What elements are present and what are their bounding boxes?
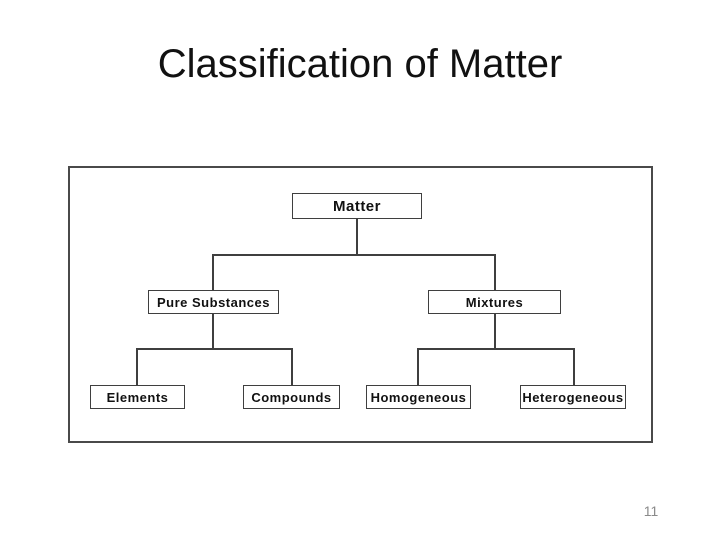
connector-heterogeneous-up [573,348,575,386]
connector-mixtures-down [494,314,496,350]
connector-pure-substances-down [212,314,214,350]
node-matter: Matter [292,193,422,219]
node-compounds: Compounds [243,385,340,409]
connector-pure-substances-up [212,254,214,292]
connector-right-horizontal [417,348,575,350]
connector-mixtures-up [494,254,496,292]
connector-compounds-up [291,348,293,386]
connector-left-horizontal [136,348,293,350]
node-homogeneous: Homogeneous [366,385,471,409]
connector-level2-horizontal [212,254,496,256]
connector-elements-up [136,348,138,386]
slide-title: Classification of Matter [157,42,563,86]
node-heterogeneous: Heterogeneous [520,385,626,409]
page-number: 11 [643,503,659,519]
node-pure-substances: Pure Substances [148,290,279,314]
connector-homogeneous-up [417,348,419,386]
node-mixtures: Mixtures [428,290,561,314]
node-elements: Elements [90,385,185,409]
connector-matter-down [356,219,358,255]
classification-diagram: Matter Pure Substances Mixtures Elements… [68,166,653,443]
